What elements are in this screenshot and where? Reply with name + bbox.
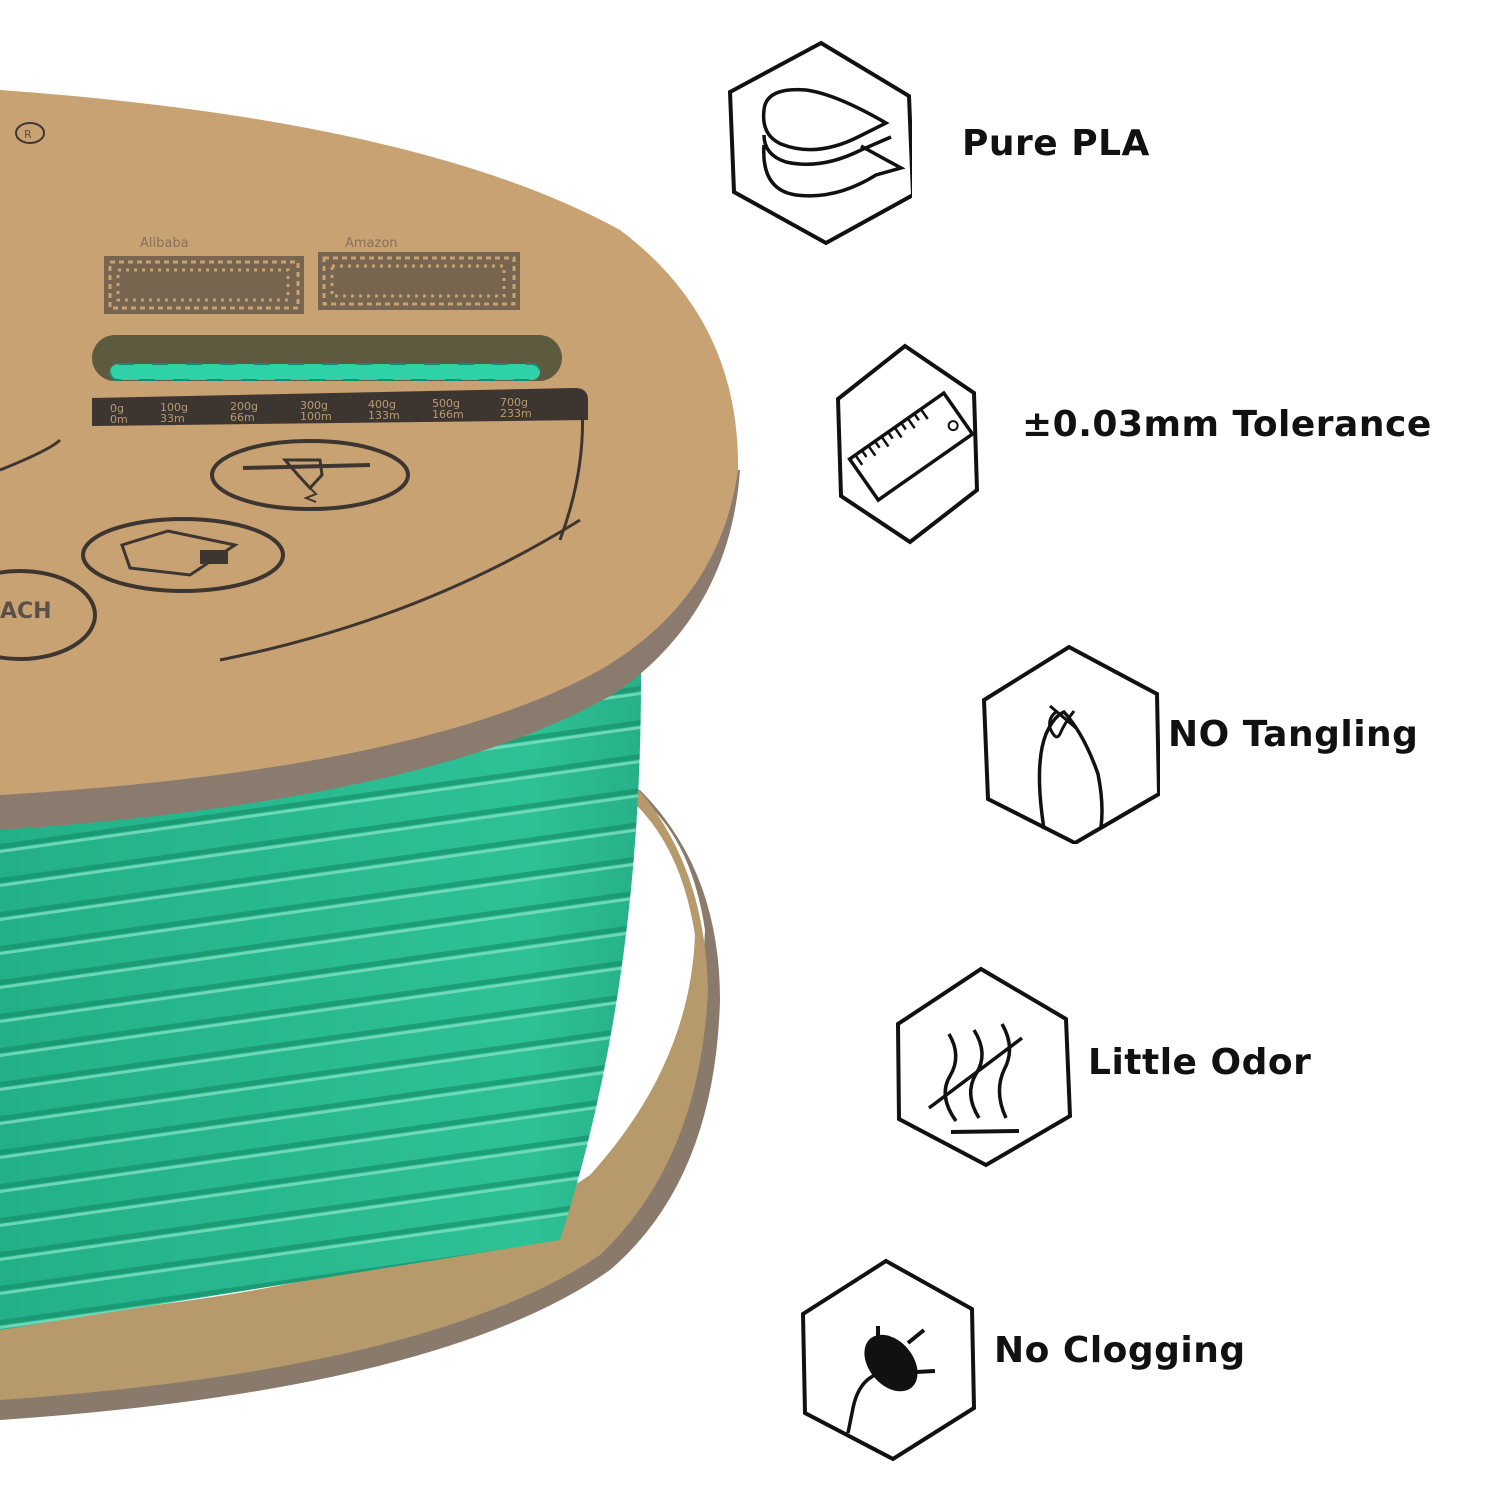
spool-illustration: Alibaba Amazon 0g 100g 200g 300g 400 bbox=[0, 90, 740, 1420]
nozzle-clog-icon bbox=[800, 1258, 977, 1462]
svg-text:400g: 400g bbox=[368, 398, 396, 411]
feature-label: ±0.03mm Tolerance bbox=[1022, 403, 1432, 445]
svg-text:100g: 100g bbox=[160, 401, 188, 414]
svg-text:700g: 700g bbox=[500, 396, 528, 409]
bottom-flange bbox=[0, 780, 720, 1420]
svg-text:33m: 33m bbox=[160, 412, 185, 425]
layers-drop-icon bbox=[727, 40, 912, 246]
qr-code-alibaba bbox=[104, 256, 304, 314]
qr-label-alibaba: Alibaba bbox=[140, 236, 189, 251]
feature-no-tangling: NO Tangling bbox=[976, 644, 1418, 844]
svg-text:233m: 233m bbox=[500, 407, 532, 420]
feature-label: Pure PLA bbox=[962, 122, 1150, 164]
brand-badge: ACH bbox=[0, 569, 97, 661]
svg-text:100m: 100m bbox=[300, 410, 332, 423]
spool-window-slot bbox=[92, 335, 562, 381]
qr-label-amazon: Amazon bbox=[345, 236, 398, 251]
svg-text:300g: 300g bbox=[300, 399, 328, 412]
feature-label: Little Odor bbox=[1088, 1041, 1312, 1083]
box-icon bbox=[81, 517, 285, 593]
odor-waves-icon bbox=[895, 966, 1073, 1168]
svg-text:66m: 66m bbox=[230, 411, 255, 424]
qr-code-amazon bbox=[318, 252, 520, 310]
svg-text:500g: 500g bbox=[432, 397, 460, 410]
feature-pure-pla: Pure PLA bbox=[726, 40, 1150, 246]
printer-nozzle-icon bbox=[210, 439, 410, 511]
feature-little-odor: Little Odor bbox=[894, 966, 1311, 1168]
feature-no-clogging: No Clogging bbox=[798, 1258, 1246, 1462]
feature-label: NO Tangling bbox=[1168, 713, 1419, 755]
feature-label: No Clogging bbox=[994, 1329, 1246, 1371]
ruler-icon bbox=[835, 343, 980, 545]
filament-scale-bar: 0g 100g 200g 300g 400g 500g 700g 0m 33m … bbox=[92, 388, 588, 541]
svg-text:133m: 133m bbox=[368, 409, 400, 422]
feature-tolerance: ±0.03mm Tolerance bbox=[834, 343, 1432, 545]
registered-mark: R bbox=[15, 122, 45, 144]
svg-text:0m: 0m bbox=[110, 413, 128, 426]
top-flange-edge bbox=[0, 470, 740, 830]
svg-text:ACH: ACH bbox=[0, 599, 52, 624]
svg-text:166m: 166m bbox=[432, 408, 464, 421]
svg-text:0g: 0g bbox=[110, 402, 124, 415]
filament-spool-image: Alibaba Amazon 0g 100g 200g 300g 400 bbox=[0, 90, 740, 1420]
knot-loop-icon bbox=[981, 644, 1160, 844]
svg-text:R: R bbox=[24, 128, 32, 141]
svg-text:200g: 200g bbox=[230, 400, 258, 413]
